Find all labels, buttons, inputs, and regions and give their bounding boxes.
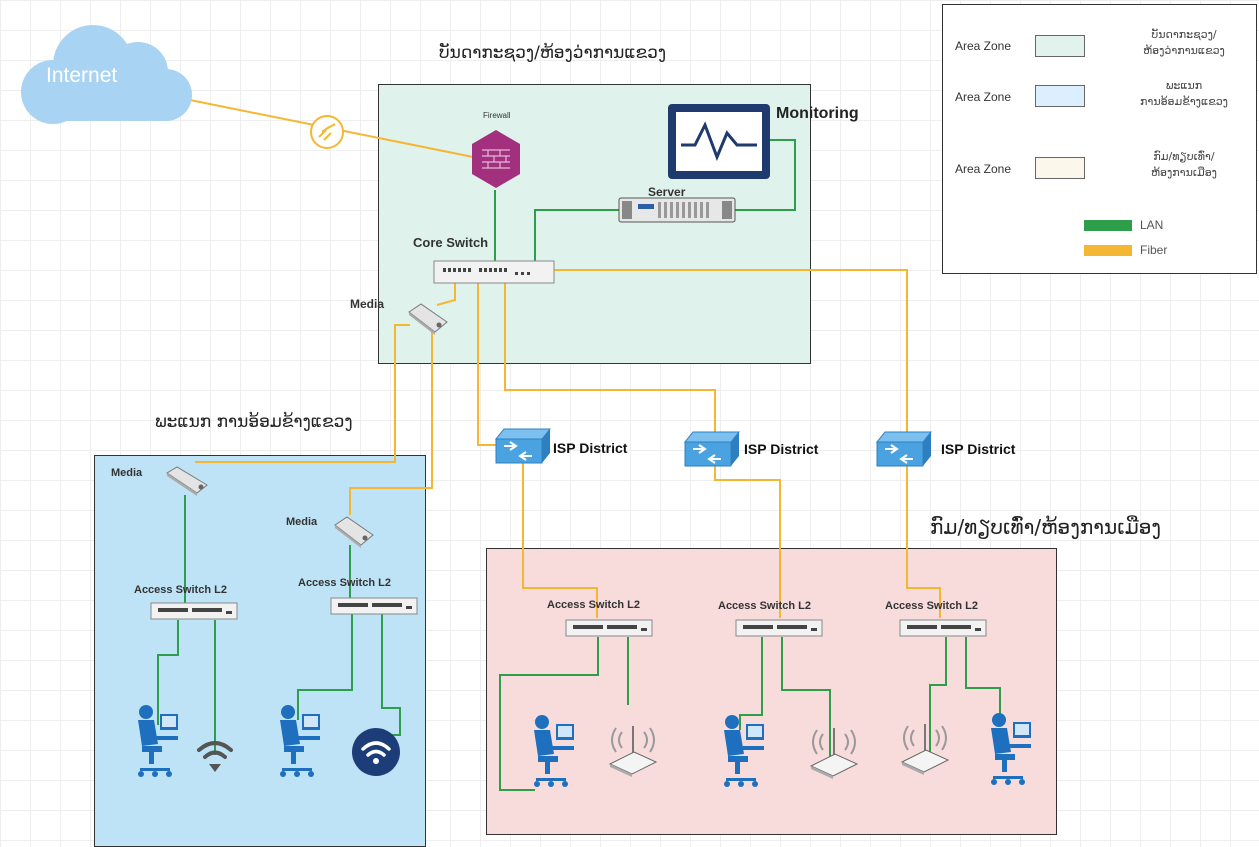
lan-access2-pc	[297, 612, 353, 720]
access-switch-dept-1-icon	[150, 602, 238, 620]
firewall-label: Firewall	[483, 111, 511, 120]
legend-zone-1-text: ບັນດາກະຊວງ/ ຫ້ອງວ່າການແຂວງ	[1129, 27, 1239, 59]
department-zone-title: ພະແນກ ການອ້ອມຂ້າງແຂວງ	[155, 412, 353, 432]
pc-user-district-3-icon	[991, 713, 1031, 785]
isp-switch-2-icon	[683, 431, 741, 467]
access-point-district-3-icon	[900, 724, 950, 775]
legend-area-zone-2: Area Zone	[955, 90, 1012, 104]
fiber-core-isp1	[477, 283, 500, 446]
monitoring-icon	[668, 104, 770, 179]
media-2-label: Media	[286, 516, 318, 528]
access-point-district-1-icon	[608, 726, 658, 777]
pc-user-dept-2-icon	[280, 705, 320, 777]
legend-fiber-label: Fiber	[1140, 243, 1168, 257]
isp-switch-1-icon	[494, 428, 552, 464]
access-switch-district-1-icon	[565, 619, 653, 637]
legend-zone-1-line-2: ຫ້ອງວ່າການແຂວງ	[1143, 44, 1225, 57]
legend-zone-3-line-2: ຫ້ອງການເມືອງ	[1151, 166, 1217, 179]
isp-district-3-label: ISP District	[941, 441, 1016, 457]
legend-swatch-zone-1	[1035, 35, 1085, 57]
fiber-core-media	[436, 283, 456, 306]
fiber-isp3-access3	[906, 463, 941, 618]
isp-district-2-label: ISP District	[744, 441, 819, 457]
fiber-core-isp3	[540, 269, 908, 432]
lan-d3-pc	[965, 637, 1001, 720]
legend-zone-2-line-1: ພະແນກ	[1165, 79, 1203, 92]
isp-switch-3-icon	[875, 431, 933, 467]
access-switch-dept-2-label: Access Switch L2	[298, 577, 391, 589]
legend-zone-2-text: ພະແນກ ການອ້ອມຂ້າງແຂວງ	[1129, 78, 1239, 110]
fiber-isp2-access2	[714, 463, 781, 618]
media-1-label: Media	[111, 467, 143, 479]
server-label: Server	[648, 185, 686, 199]
access-point-district-2-icon	[809, 728, 859, 779]
lan-d2-ap	[781, 637, 831, 760]
district-zone-title: ກົມ/ທຽບເທົ່າ/ຫ້ອງການເມືອງ	[930, 515, 1162, 539]
media-converter-core-icon	[408, 303, 448, 335]
department-zone	[94, 455, 426, 847]
fiber-media-media2	[349, 324, 437, 515]
firewall-icon	[472, 130, 520, 188]
legend-zone-1-line-1: ບັນດາກະຊວງ/	[1151, 28, 1217, 41]
legend-area-zone-3: Area Zone	[955, 162, 1012, 176]
fiber-media-media1	[195, 324, 410, 463]
lan-server-core	[534, 209, 620, 262]
legend-lan-label: LAN	[1140, 218, 1164, 232]
lan-access2-wifi	[378, 612, 401, 736]
media-converter-2-icon	[334, 516, 374, 548]
media-core-label: Media	[350, 297, 385, 311]
pc-user-district-2-icon	[724, 715, 764, 787]
access-switch-dept-1-label: Access Switch L2	[134, 584, 227, 596]
legend-lan-swatch	[1084, 220, 1132, 231]
access-switch-district-3-icon	[899, 619, 987, 637]
media-converter-1-icon	[166, 466, 208, 496]
pc-user-dept-1-icon	[138, 705, 178, 777]
core-switch-label: Core Switch	[413, 235, 489, 250]
legend: Area Zone ບັນດາກະຊວງ/ ຫ້ອງວ່າການແຂວງ Are…	[942, 4, 1257, 274]
lan-d3-ap	[929, 637, 947, 760]
wifi-dept-2-icon	[352, 728, 400, 776]
legend-area-zone-1: Area Zone	[955, 39, 1012, 53]
legend-zone-3-text: ກົມ/ທຽບເທົ່າ/ ຫ້ອງການເມືອງ	[1129, 149, 1239, 181]
access-switch-district-3-label: Access Switch L2	[885, 600, 978, 612]
pc-user-district-1-icon	[534, 715, 574, 787]
legend-zone-2-line-2: ການອ້ອມຂ້າງແຂວງ	[1140, 95, 1228, 108]
legend-zone-3-line-1: ກົມ/ທຽບເທົ່າ/	[1153, 150, 1215, 163]
access-switch-dept-2-icon	[330, 597, 418, 615]
lan-access1-pc	[157, 620, 179, 725]
server-icon	[618, 197, 736, 223]
access-switch-district-2-label: Access Switch L2	[718, 600, 811, 612]
access-switch-district-1-label: Access Switch L2	[547, 599, 640, 611]
lan-d2-pc	[739, 637, 763, 730]
lan-d1-pc	[499, 637, 599, 791]
legend-swatch-zone-2	[1035, 85, 1085, 107]
fiber-isp1-access1	[522, 463, 598, 618]
fiber-connector-icon	[310, 115, 344, 149]
district-zone	[486, 548, 1057, 835]
province-zone-title: ບັນດາກະຊວງ/ຫ້ອງວ່າການແຂວງ	[439, 43, 667, 63]
monitoring-label: Monitoring	[776, 105, 859, 122]
legend-swatch-zone-3	[1035, 157, 1085, 179]
internet-cloud-icon	[21, 25, 192, 124]
legend-fiber-swatch	[1084, 245, 1132, 256]
isp-district-1-label: ISP District	[553, 440, 628, 456]
wifi-dept-1-icon	[197, 741, 233, 772]
fiber-core-isp2	[504, 283, 716, 432]
internet-label: Internet	[46, 64, 118, 87]
access-switch-district-2-icon	[735, 619, 823, 637]
core-switch-icon	[433, 260, 555, 284]
lan-monitor-server	[735, 139, 796, 211]
